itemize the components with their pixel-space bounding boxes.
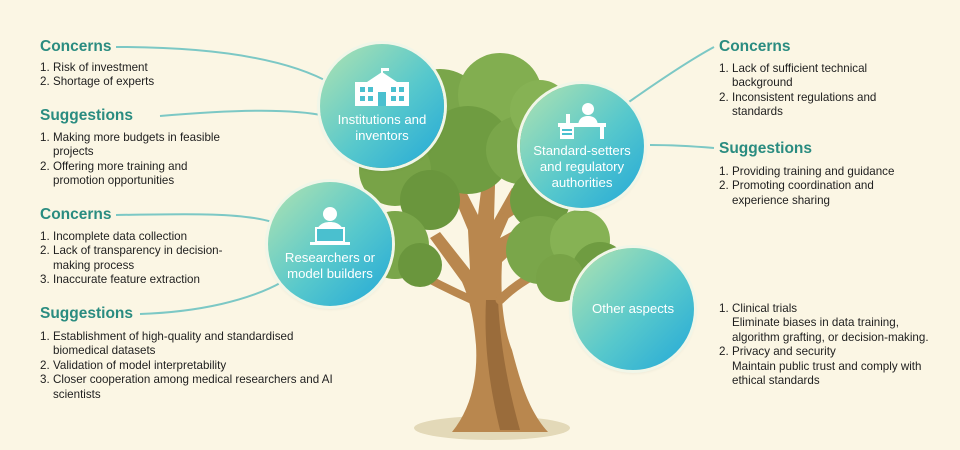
institutions-suggestions-list: 1.Making more budgets in feasible projec… bbox=[40, 131, 220, 189]
list-item: 2.Validation of model interpretability bbox=[40, 358, 227, 372]
circle-label: Standard-setters and regulatory authorit… bbox=[533, 143, 631, 190]
list-item: 2.Inconsistent regulations and standards bbox=[719, 90, 877, 119]
standard-suggestions-heading: Suggestions bbox=[719, 140, 813, 157]
other-item-detail: Eliminate biases in data training, algor… bbox=[732, 316, 929, 344]
circle-other-aspects: Other aspects bbox=[572, 248, 694, 370]
list-item: 2.Shortage of experts bbox=[40, 75, 155, 89]
list-item: 1.Lack of sufficient technical backgroun… bbox=[719, 62, 868, 90]
list-item: 3.Inaccurate feature extraction bbox=[40, 273, 200, 287]
institutions-concerns-heading: Concerns bbox=[40, 38, 112, 55]
desk-person-icon bbox=[558, 103, 606, 139]
standard-concerns-list: 1.Lack of sufficient technical backgroun… bbox=[719, 62, 919, 120]
other-item-detail: Maintain public trust and comply with et… bbox=[732, 359, 922, 388]
list-item: 1.Risk of investment bbox=[40, 61, 148, 74]
other-item-title: Privacy and security bbox=[732, 345, 836, 359]
list-item: 3.Closer cooperation among medical resea… bbox=[40, 373, 333, 401]
circle-standard-setters: Standard-setters and regulatory authorit… bbox=[520, 84, 644, 208]
list-item: 1.Making more budgets in feasible projec… bbox=[40, 131, 220, 159]
researchers-concerns-heading: Concerns bbox=[40, 206, 112, 223]
list-item: 1.Establishment of high-quality and stan… bbox=[40, 330, 294, 358]
building-icon bbox=[355, 68, 409, 106]
connector-standard-concerns bbox=[625, 46, 715, 105]
circle-institutions: Institutions and inventors bbox=[320, 44, 444, 168]
list-item: 1.Providing training and guidance bbox=[719, 165, 895, 178]
connector-researchers-concerns bbox=[115, 213, 273, 223]
circle-researchers: Researchers or model builders bbox=[268, 182, 392, 306]
institutions-suggestions-heading: Suggestions bbox=[40, 107, 134, 124]
connector-institutions-suggestions bbox=[159, 109, 327, 117]
laptop-person-icon bbox=[310, 207, 350, 245]
list-item: 2.Lack of transparency in decision-makin… bbox=[40, 244, 223, 272]
circle-label: Institutions and inventors bbox=[337, 112, 427, 143]
connector-institutions-concerns bbox=[115, 46, 333, 85]
researchers-suggestions-list: 1.Establishment of high-quality and stan… bbox=[40, 330, 335, 402]
researchers-concerns-list: 1.Incomplete data collection 2.Lack of t… bbox=[40, 230, 230, 288]
list-item: 2.Offering more training and promotion o… bbox=[40, 159, 188, 188]
connector-researchers-suggestions bbox=[139, 281, 283, 315]
circle-label: Other aspects bbox=[591, 301, 675, 316]
standard-concerns-heading: Concerns bbox=[719, 38, 791, 55]
circle-label: Researchers or model builders bbox=[284, 250, 376, 281]
list-item: 2.Promoting coordination and experience … bbox=[719, 179, 874, 207]
connector-lines bbox=[115, 46, 715, 315]
institutions-concerns-list: 1.Risk of investment 2.Shortage of exper… bbox=[40, 61, 270, 90]
standard-suggestions-list: 1.Providing training and guidance 2.Prom… bbox=[719, 165, 904, 208]
other-item-title: Clinical trials bbox=[732, 302, 798, 315]
trunk-shade bbox=[485, 300, 520, 430]
tree-trunk bbox=[430, 150, 548, 432]
list-item: 1.Incomplete data collection bbox=[40, 230, 188, 243]
connector-standard-suggestions bbox=[649, 144, 715, 149]
researchers-suggestions-heading: Suggestions bbox=[40, 305, 134, 322]
